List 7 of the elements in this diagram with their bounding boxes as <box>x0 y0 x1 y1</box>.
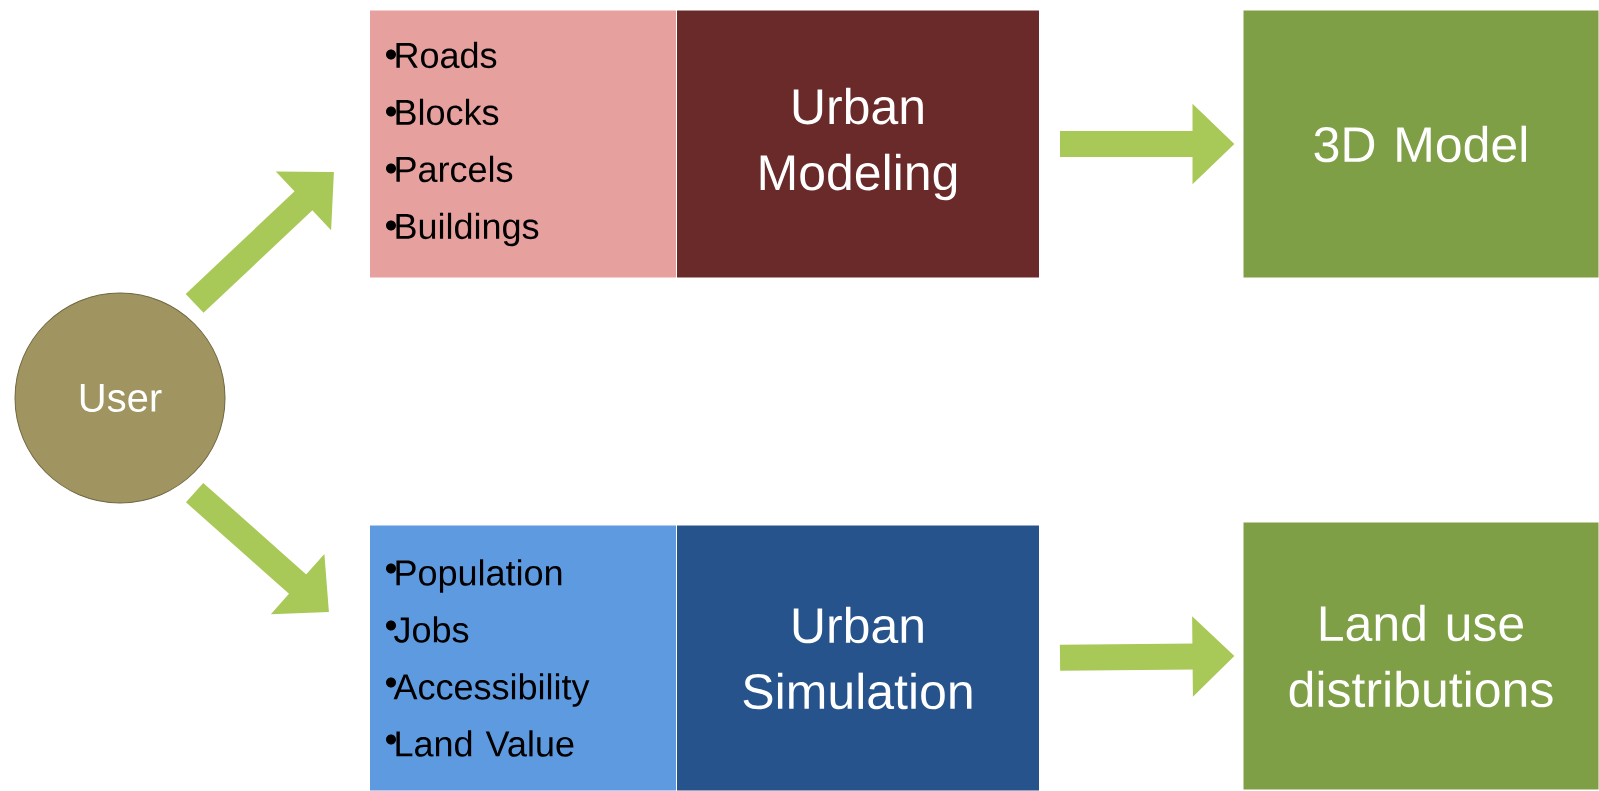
bullet-list-box: Population Jobs Accessibility Land Value <box>369 524 677 791</box>
result-box: Land use distributions <box>1242 521 1599 791</box>
result-box: 3D Model <box>1242 9 1599 279</box>
process-box: Urban Modeling <box>676 9 1040 279</box>
bullet-list-box: Roads Blocks Parcels Buildings <box>369 9 677 279</box>
block-arrow <box>185 171 334 313</box>
process-box: Urban Simulation <box>676 524 1040 791</box>
